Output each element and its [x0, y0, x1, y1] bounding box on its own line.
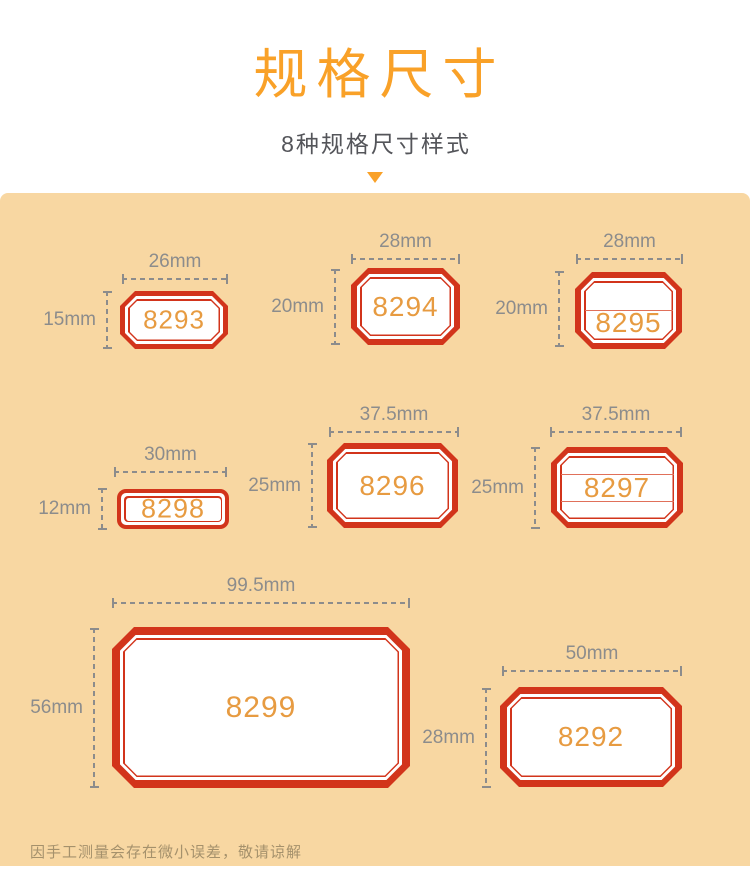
height-dimension: 25mm: [471, 447, 540, 529]
label-sticker-8295: 8295: [575, 272, 682, 349]
vertical-dash-line: [481, 688, 491, 788]
vertical-dash-line: [89, 628, 99, 788]
vertical-dash-line: [307, 443, 317, 528]
label-sticker-8299: 8299: [112, 627, 410, 788]
width-value: 99.5mm: [226, 575, 296, 596]
width-value: 30mm: [144, 444, 197, 465]
writing-line: [560, 500, 674, 502]
vertical-dash-line: [530, 447, 540, 529]
triangle-down-icon: [367, 172, 383, 184]
horizontal-dash-line: [114, 467, 227, 477]
header: 规格尺寸 8种规格尺寸样式: [0, 0, 750, 193]
width-value: 37.5mm: [581, 404, 651, 425]
label-sticker-8298: 8298: [117, 489, 229, 529]
measurement-disclaimer: 因手工测量会存在微小误差，敬请谅解: [30, 844, 303, 861]
width-dimension: 37.5mm: [329, 404, 459, 437]
label-sticker-8293: 8293: [120, 291, 228, 349]
specs-panel: 26mm 15mm 8293 28mm 20mm: [0, 193, 750, 866]
height-value: 20mm: [271, 296, 324, 317]
height-dimension: 20mm: [271, 269, 340, 345]
model-number: 8294: [372, 290, 439, 322]
height-value: 56mm: [30, 697, 83, 718]
model-number: 8297: [583, 471, 651, 503]
horizontal-dash-line: [112, 598, 410, 608]
horizontal-dash-line: [122, 274, 228, 284]
vertical-dash-line: [330, 269, 340, 345]
model-number: 8299: [225, 690, 297, 724]
label-sticker-8296: 8296: [327, 443, 458, 528]
height-value: 12mm: [38, 498, 91, 519]
model-number: 8293: [143, 304, 205, 335]
model-number: 8296: [359, 469, 426, 501]
horizontal-dash-line: [329, 427, 459, 437]
height-dimension: 12mm: [38, 488, 107, 530]
width-dimension: 99.5mm: [112, 575, 410, 608]
height-value: 25mm: [471, 477, 524, 498]
width-dimension: 28mm: [351, 231, 460, 264]
width-dimension: 28mm: [576, 231, 683, 264]
height-dimension: 15mm: [43, 291, 112, 349]
width-value: 28mm: [379, 231, 432, 252]
width-dimension: 26mm: [122, 251, 228, 284]
width-dimension: 37.5mm: [550, 404, 682, 437]
height-value: 25mm: [248, 474, 301, 496]
vertical-dash-line: [554, 271, 564, 347]
height-value: 28mm: [422, 727, 475, 748]
horizontal-dash-line: [576, 254, 683, 264]
width-value: 28mm: [603, 231, 656, 252]
width-dimension: 30mm: [114, 444, 227, 477]
height-dimension: 56mm: [30, 628, 99, 788]
vertical-dash-line: [102, 291, 112, 349]
height-value: 15mm: [43, 309, 96, 330]
page-subtitle: 8种规格尺寸样式: [281, 131, 471, 158]
vertical-dash-line: [97, 488, 107, 530]
writing-line: [584, 309, 673, 311]
width-dimension: 50mm: [502, 643, 682, 676]
model-number: 8298: [140, 493, 206, 524]
width-value: 37.5mm: [359, 404, 429, 425]
height-dimension: 20mm: [495, 271, 564, 347]
model-number: 8292: [557, 721, 625, 752]
label-sticker-8294: 8294: [351, 268, 460, 345]
horizontal-dash-line: [550, 427, 682, 437]
label-sticker-8292: 8292: [500, 687, 682, 787]
writing-line: [560, 474, 674, 476]
page-title: 规格尺寸: [253, 45, 506, 105]
width-value: 50mm: [565, 643, 619, 664]
horizontal-dash-line: [351, 254, 460, 264]
horizontal-dash-line: [502, 666, 682, 676]
height-dimension: 28mm: [422, 688, 491, 788]
height-value: 20mm: [495, 298, 548, 319]
label-sticker-8297: 8297: [551, 447, 683, 528]
width-value: 26mm: [148, 251, 202, 272]
model-number: 8295: [595, 306, 662, 338]
height-dimension: 25mm: [248, 443, 317, 528]
